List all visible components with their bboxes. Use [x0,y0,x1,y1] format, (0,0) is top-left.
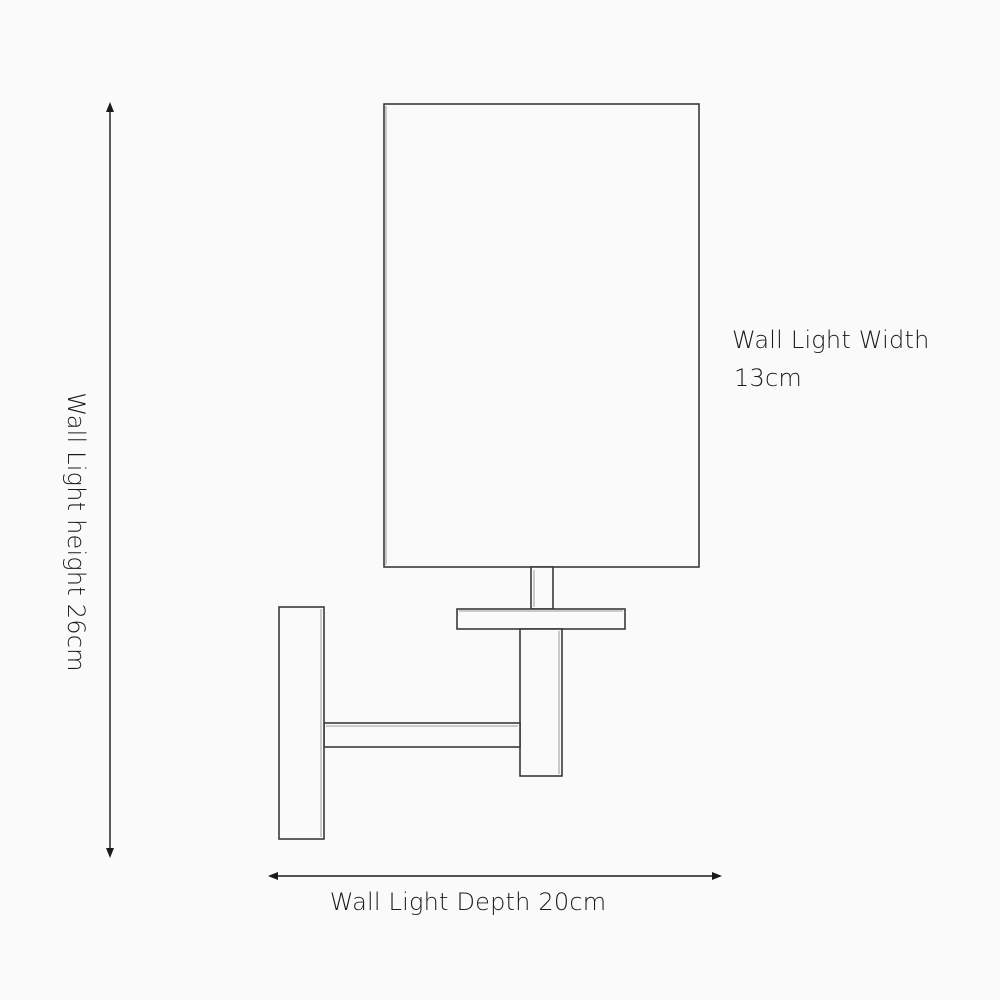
depth-label: Wall Light Depth 20cm [330,888,607,916]
lamp-holder-plate [456,608,626,630]
horizontal-arm [323,722,521,748]
lamp-shade [383,103,700,568]
height-dimension [106,102,114,858]
height-label: Wall Light height 26cm [62,392,90,671]
depth-arrow-right-icon [712,872,722,880]
depth-arrow-left-icon [268,872,278,880]
vertical-arm-post [519,628,563,777]
height-arrow-top-icon [106,102,114,112]
width-label-line2: 13cm [734,364,802,392]
width-label-line1: Wall Light Width [732,326,930,354]
depth-dimension [268,872,722,880]
wall-backplate [278,606,325,840]
height-arrow-bottom-icon [106,848,114,858]
